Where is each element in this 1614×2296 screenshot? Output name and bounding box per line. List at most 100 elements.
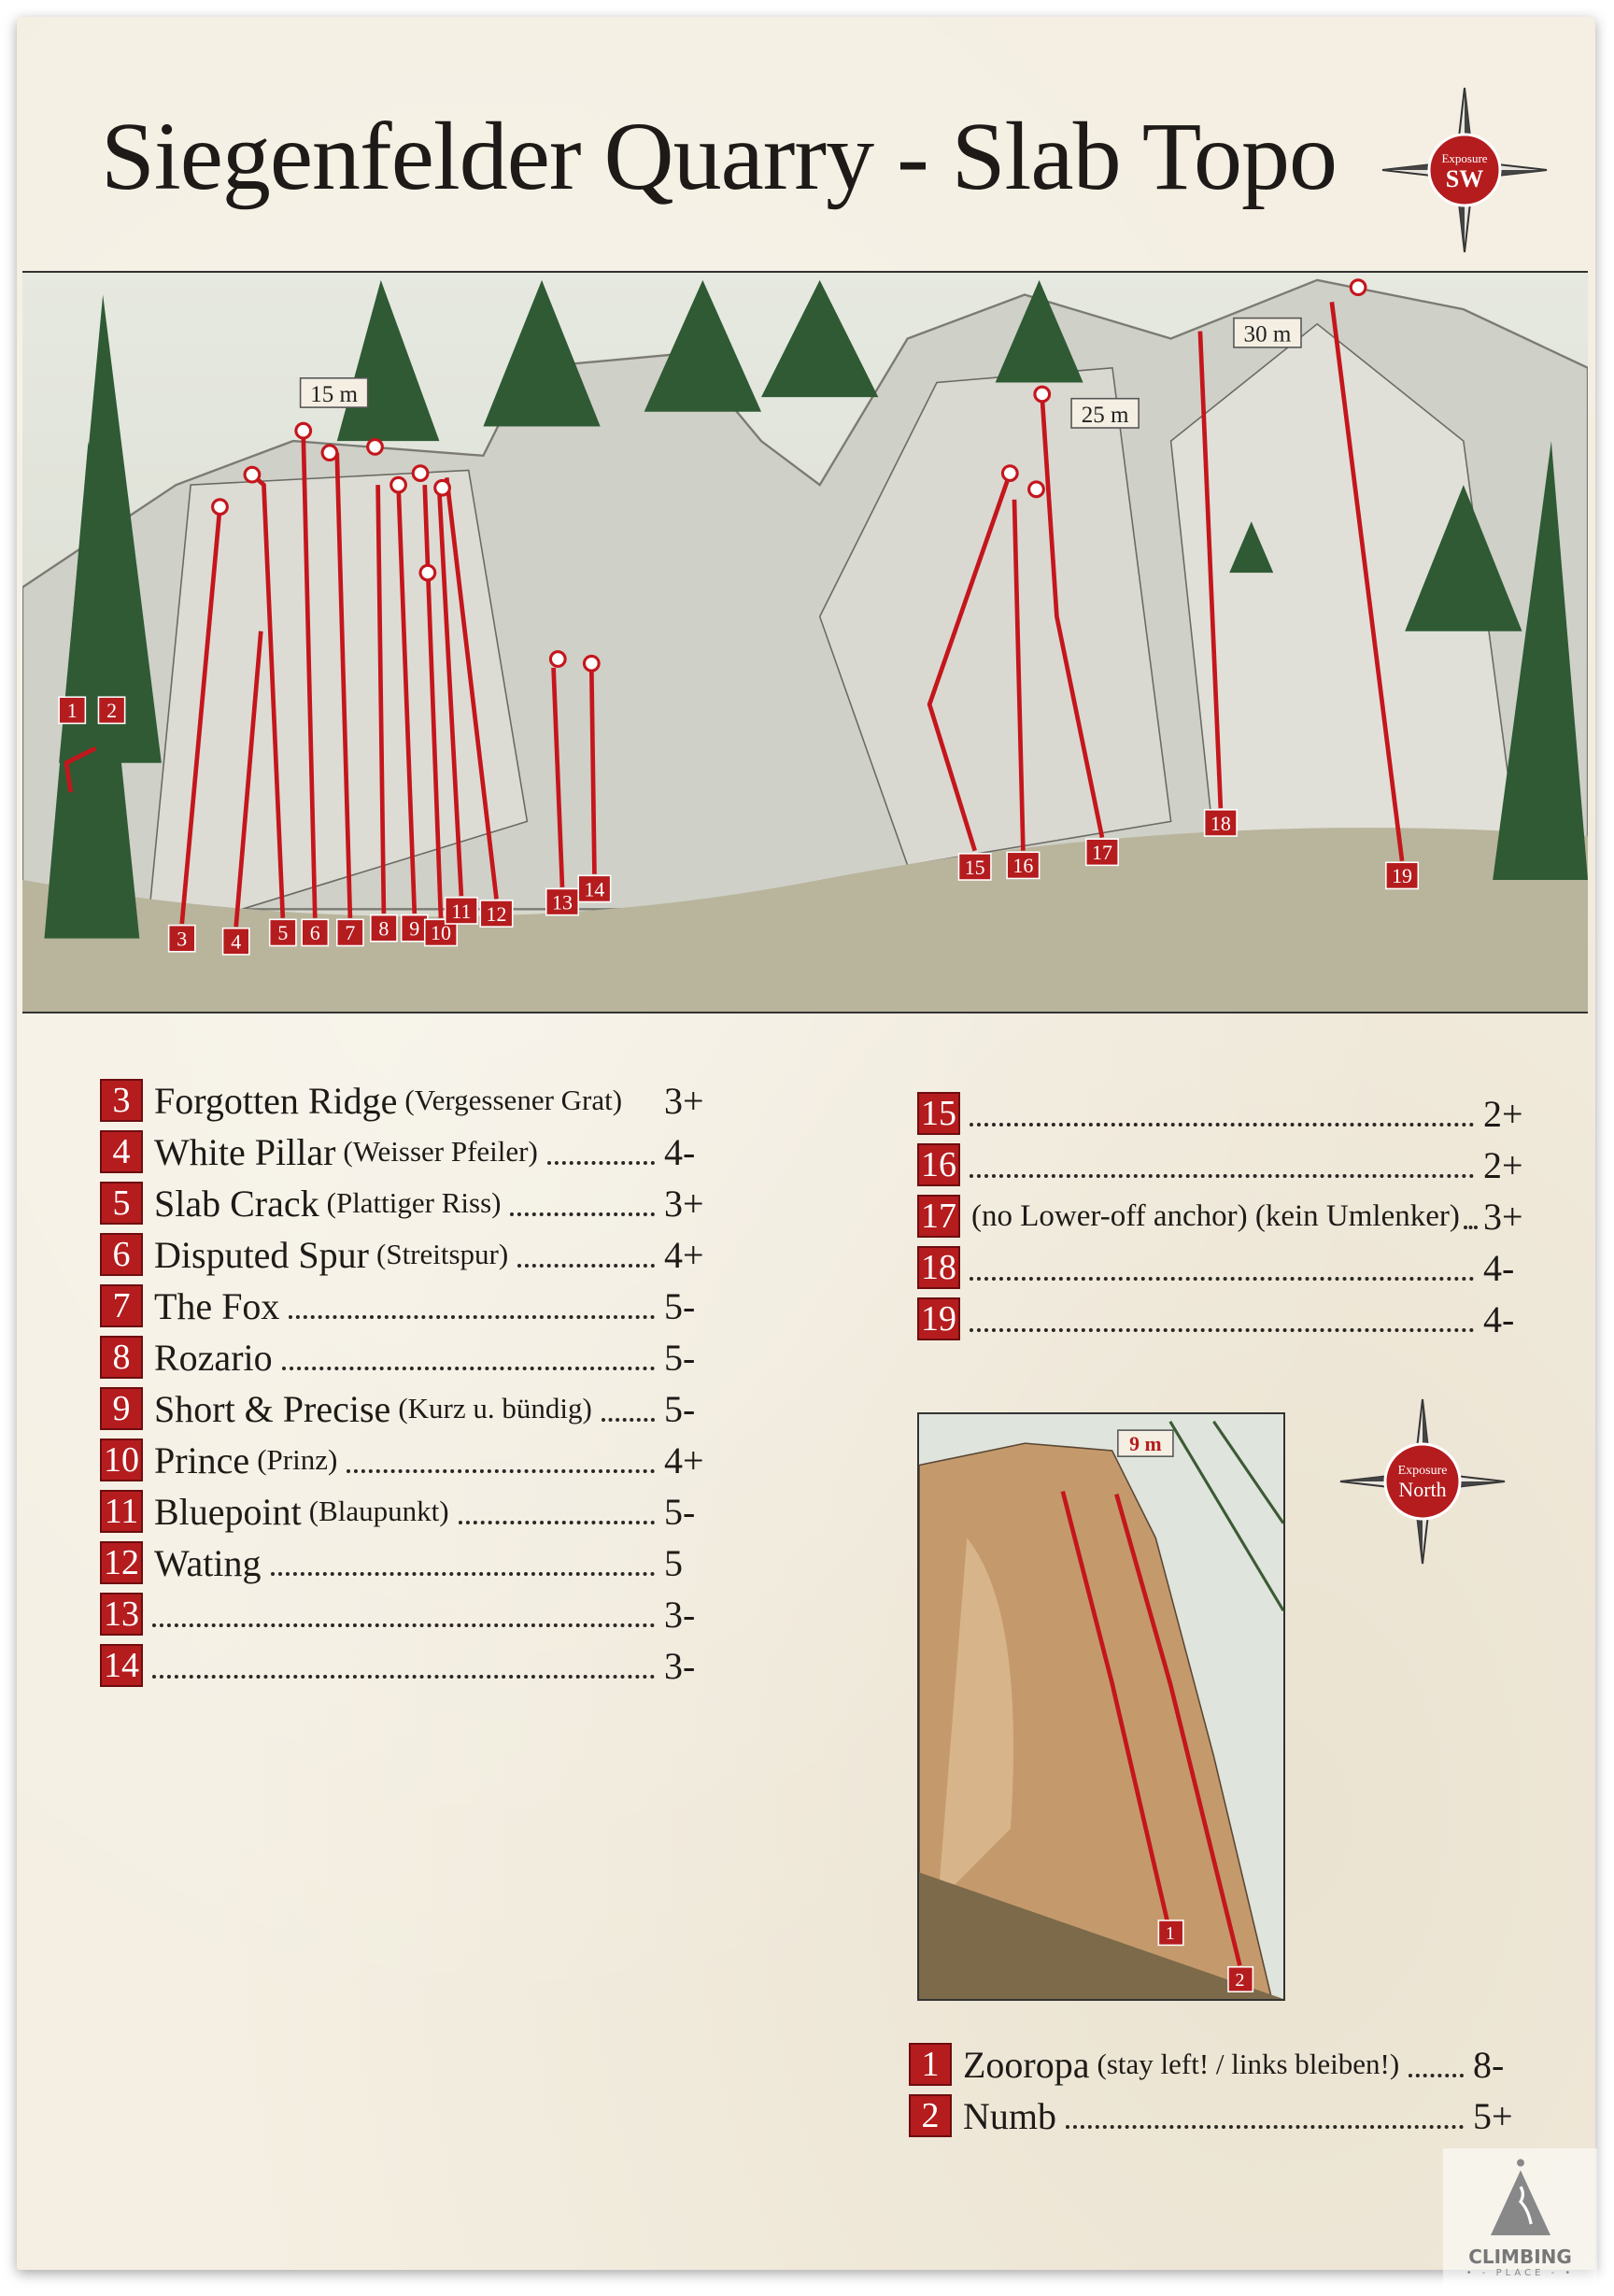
crag-topo-image: 15 m 25 m 30 m 1 2 3 4 5 6 7 8 9 10 11 1… (22, 271, 1588, 1013)
route-number-badge: 9 (100, 1387, 143, 1430)
route-marker: 9 (400, 914, 429, 942)
route-number-badge: 12 (100, 1541, 143, 1584)
route-grade: 3- (664, 1644, 696, 1687)
route-alt-name: (Streitspur) (376, 1238, 509, 1270)
route-name: Forgotten Ridge (154, 1079, 398, 1122)
height-label: 30 m (1244, 322, 1292, 347)
route-number-badge: 4 (100, 1130, 143, 1173)
route-marker: 5 (268, 918, 297, 947)
svg-text:2: 2 (1235, 1970, 1244, 1991)
svg-text:17: 17 (1092, 841, 1112, 864)
svg-text:8: 8 (378, 917, 389, 941)
route-name: Slab Crack (154, 1182, 319, 1225)
svg-text:3: 3 (177, 928, 187, 951)
route-row: 10 Prince(Prinz) 4+ (100, 1436, 716, 1484)
route-marker: 8 (370, 914, 398, 942)
route-name: Short & Precise (154, 1387, 391, 1430)
route-marker: 14 (577, 874, 612, 903)
route-marker: 1 (1157, 1920, 1184, 1947)
route-name: White Pillar (154, 1130, 336, 1173)
route-row: 6 Disputed Spur(Streitspur) 4+ (100, 1230, 716, 1279)
svg-text:1: 1 (1166, 1923, 1175, 1944)
route-number-badge: 16 (917, 1143, 960, 1186)
route-grade: 5 (664, 1541, 683, 1584)
route-name: The Fox (154, 1284, 280, 1327)
svg-text:16: 16 (1012, 854, 1033, 877)
route-name: Disputed Spur (154, 1233, 369, 1276)
route-alt-name: (stay left! / links bleiben!) (1097, 2048, 1400, 2080)
route-grade: 2+ (1483, 1143, 1523, 1186)
svg-text:14: 14 (584, 877, 604, 900)
route-grade: 2+ (1483, 1092, 1523, 1135)
route-marker: 17 (1084, 838, 1119, 867)
logo-subtext: • - PLACE - • (1465, 2268, 1575, 2278)
route-marker: 6 (301, 918, 330, 947)
compass-north-icon: Exposure North (1339, 1398, 1506, 1565)
route-marker: 11 (444, 897, 478, 925)
route-name: Zooropa (963, 2043, 1090, 2086)
route-alt-name: (Weisser Pfeiler) (343, 1135, 538, 1168)
svg-text:12: 12 (487, 902, 507, 926)
svg-text:11: 11 (451, 900, 471, 923)
route-alt-name: (Plattiger Riss) (326, 1186, 502, 1219)
sector-two-topo-image: 9 m 1 2 (917, 1412, 1285, 2001)
route-grade: 5+ (1473, 2094, 1513, 2137)
svg-text:10: 10 (431, 921, 451, 944)
route-number-badge: 11 (100, 1490, 143, 1533)
route-grade: 3+ (1483, 1195, 1523, 1238)
route-alt-name: (Vergessener Grat) (404, 1084, 623, 1116)
route-row: 4 White Pillar(Weisser Pfeiler) 4- (100, 1127, 716, 1176)
route-grade: 5- (664, 1336, 696, 1379)
route-number-badge: 8 (100, 1336, 143, 1379)
route-row: 17(no Lower-off anchor) (kein Umlenker)3… (917, 1192, 1536, 1240)
route-number-badge: 17 (917, 1195, 960, 1238)
climbing-place-logo: CLIMBING • - PLACE - • (1443, 2148, 1597, 2289)
route-marker: 2 (97, 696, 126, 725)
svg-text:6: 6 (310, 921, 320, 944)
route-alt-name: (Kurz u. bündig) (398, 1392, 592, 1424)
route-number-badge: 10 (100, 1439, 143, 1481)
mountain-climber-icon (1490, 2159, 1550, 2235)
svg-text:5: 5 (277, 921, 288, 944)
svg-text:15: 15 (965, 856, 985, 879)
page-title: Siegenfelder Quarry - Slab Topo (101, 103, 1338, 210)
route-marker: 12 (479, 900, 514, 928)
route-grade: 3- (664, 1593, 696, 1636)
height-label: 15 m (310, 382, 358, 407)
route-alt-name: (Prinz) (257, 1443, 338, 1476)
route-row: 2 Numb 5+ (909, 2091, 1525, 2140)
route-marker: 4 (221, 927, 250, 956)
route-number-badge: 7 (100, 1284, 143, 1327)
route-grade: 4+ (664, 1233, 704, 1276)
route-marker: 1 (58, 696, 87, 725)
route-grade: 4+ (664, 1439, 704, 1481)
route-name: Prince (154, 1439, 250, 1481)
route-number-badge: 2 (909, 2094, 952, 2137)
svg-text:9: 9 (409, 917, 419, 941)
svg-text:18: 18 (1210, 812, 1231, 835)
route-grade: 3+ (664, 1079, 704, 1122)
route-grade: 5- (664, 1387, 696, 1430)
route-name: Numb (963, 2094, 1056, 2137)
logo-text: CLIMBING (1468, 2246, 1572, 2268)
route-marker: 16 (1006, 851, 1041, 880)
route-marker: 13 (545, 887, 579, 916)
compass-sw-icon: Exposure SW (1381, 87, 1548, 253)
compass-direction: SW (1446, 165, 1483, 192)
height-label: 25 m (1082, 403, 1129, 428)
route-number-badge: 19 (917, 1297, 960, 1340)
route-number-badge: 6 (100, 1233, 143, 1276)
svg-text:19: 19 (1392, 864, 1412, 887)
route-grade: 4- (664, 1130, 696, 1173)
route-grade: 8- (1473, 2043, 1505, 2086)
